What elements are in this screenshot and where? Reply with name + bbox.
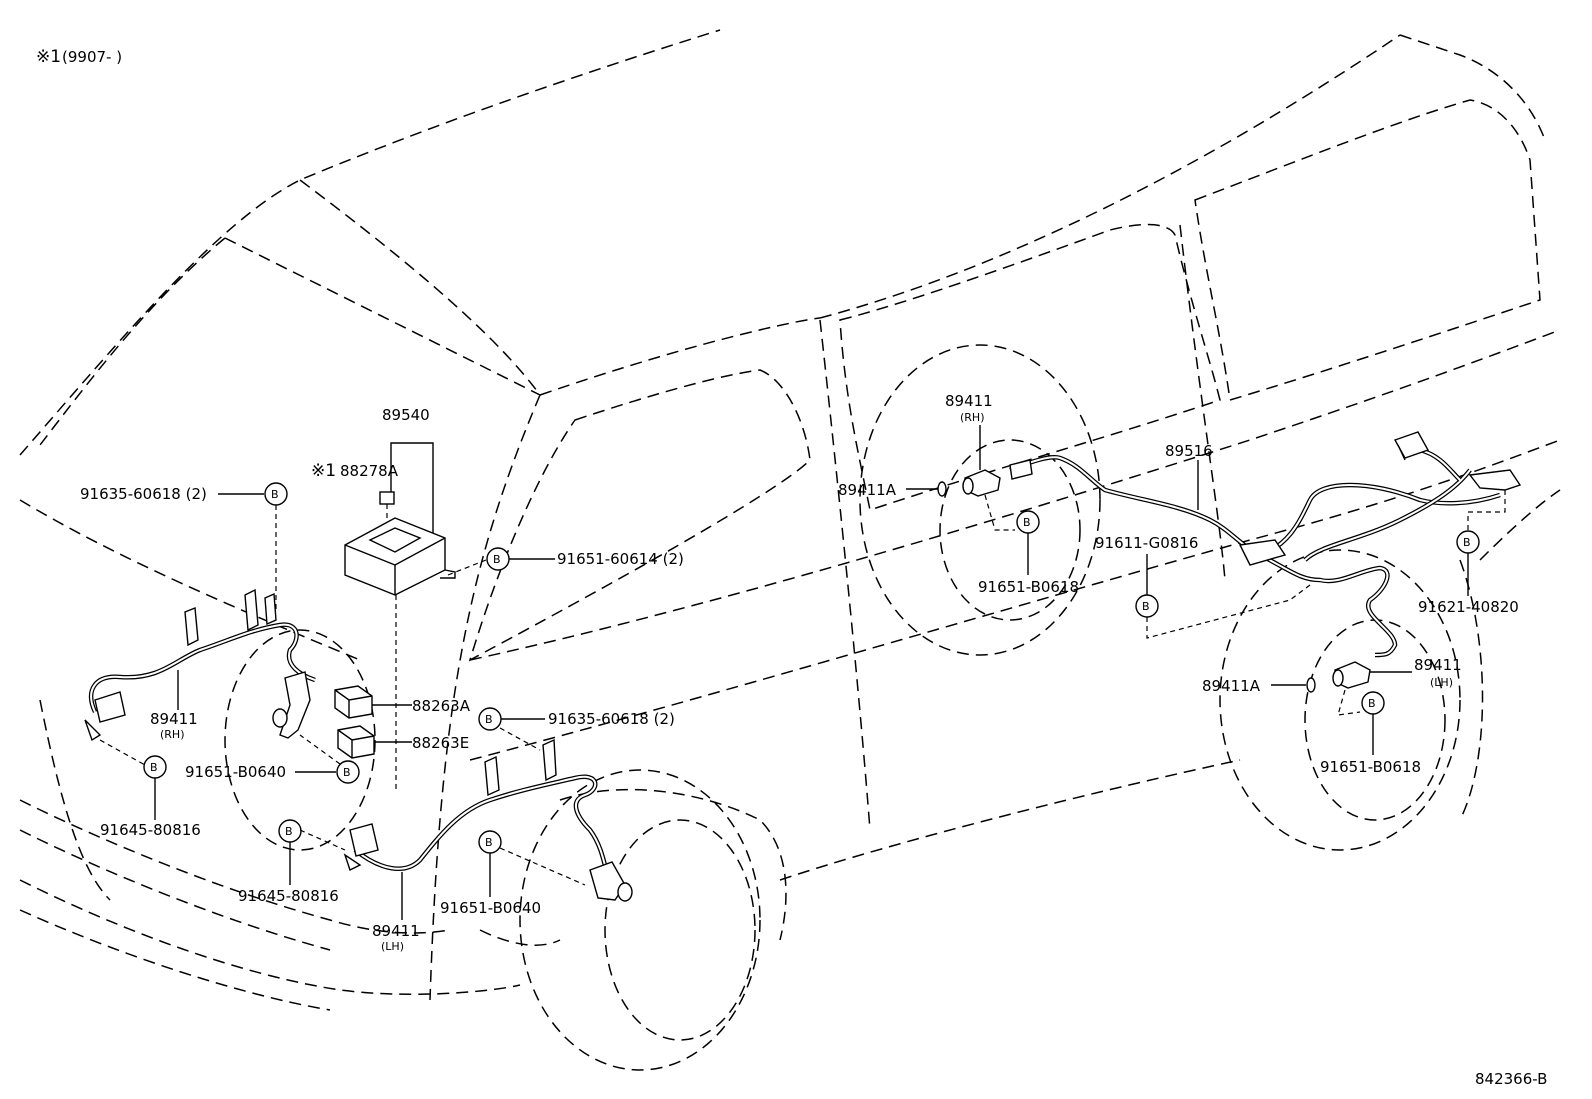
bolt-front-lh-bracket-part-number: 91635-60618 (2): [548, 710, 675, 728]
vehicle-body-outline: [19, 29, 1561, 1071]
front-lh-sensor-harness: 89411 (LH): [343, 738, 633, 953]
bolt-front-lh-clamp-part-number: 91645-80816: [238, 887, 339, 905]
bolt-ecu-part-number: 91651-60614 (2): [557, 550, 684, 568]
applicability-note: ※1 (9907- ): [36, 47, 122, 67]
relay-88263a: 88263A: [334, 685, 471, 719]
ecu-connector-part-number: 88278A: [340, 462, 399, 480]
bolt-front-rh-clamp-part-number: 91645-80816: [100, 821, 201, 839]
oring-rl-part-number: 89411A: [1202, 677, 1261, 695]
bolt-rear-lh-sensor-part-number: 91651-B0618: [1320, 758, 1421, 776]
bolt-marker-letter: B: [1142, 600, 1150, 613]
callout-bolt-rear-bracket: B 91621-40820: [1418, 490, 1519, 616]
bolt-front-lh-sensor-part-number: 91651-B0640: [440, 899, 541, 917]
bolt-marker: [336, 760, 360, 784]
bolt-marker-letter: B: [1023, 516, 1031, 529]
callout-bolt-front-rh-sensor: 91651-B0640 B: [185, 734, 360, 784]
callout-bolt-front-lh-clamp: B 91645-80816: [238, 819, 346, 905]
oring-rr-part-number: 89411A: [838, 481, 897, 499]
callout-bolt-front-lh-bracket: B 91635-60618 (2): [478, 707, 675, 751]
bolt-front-rh-sensor-part-number: 91651-B0640: [185, 763, 286, 781]
relay-e-part-number: 88263E: [412, 734, 469, 752]
callout-bolt-front-lh-sensor: B 91651-B0640: [440, 830, 586, 917]
bolt-marker-letter: B: [493, 553, 501, 566]
bolt-marker-letter: B: [1463, 536, 1471, 549]
bolt-marker-letter: B: [271, 488, 279, 501]
sensor-rl-side: (LH): [1430, 676, 1453, 689]
front-rh-sensor-harness: 89411 (RH): [84, 588, 316, 742]
sensor-fr-part-number: 89411: [150, 710, 198, 728]
abs-ecu-assembly: 89540 ※1 88278A: [311, 406, 456, 790]
sensor-fl-side: (LH): [381, 940, 404, 953]
rear-lh-sensor: 89411 (LH) 89411A: [1202, 656, 1462, 716]
bolt-marker-letter: B: [1368, 697, 1376, 710]
wire-rear-part-number: 89516: [1165, 442, 1213, 460]
callout-bolt-rear-lh-sensor: B 91651-B0618: [1320, 691, 1421, 776]
note-mark: ※1: [36, 47, 61, 67]
sensor-rl-part-number: 89411: [1414, 656, 1462, 674]
sensor-rr-part-number: 89411: [945, 392, 993, 410]
ecu-part-number: 89540: [382, 406, 430, 424]
sensor-fr-side: (RH): [160, 728, 185, 741]
ecu-connector: [379, 491, 395, 505]
bolt-rear-rh-sensor-part-number: 91651-B0618: [978, 578, 1079, 596]
bolt-marker-letter: B: [485, 836, 493, 849]
bolt-marker-letter: B: [485, 713, 493, 726]
relay-88263e: 88263E: [337, 725, 469, 759]
rear-wire-harness: 89516: [1009, 431, 1522, 658]
sensor-rr-side: (RH): [960, 411, 985, 424]
callout-bolt-rear-clamp: 91611-G0816 B: [1095, 534, 1311, 639]
note-range: (9907- ): [62, 48, 122, 66]
ecu-connector-mark: ※1: [311, 461, 336, 481]
figure-number: 842366-B: [1475, 1070, 1547, 1088]
bolt-rear-bracket-part-number: 91621-40820: [1418, 598, 1519, 616]
bolt-front-rh-bracket-part-number: 91635-60618 (2): [80, 485, 207, 503]
callout-bolt-front-rh-bracket: 91635-60618 (2) B: [80, 482, 288, 610]
bolt-marker-letter: B: [285, 825, 293, 838]
rear-rh-sensor: 89411 (RH) 89411A: [838, 392, 1015, 531]
bolt-marker-letter: B: [150, 761, 158, 774]
relay-a-part-number: 88263A: [412, 697, 471, 715]
callout-bolt-rear-rh-sensor: B 91651-B0618: [978, 510, 1079, 596]
callout-bolt-front-rh-clamp: B 91645-80816: [99, 739, 201, 839]
callout-bolt-ecu: B 91651-60614 (2): [447, 547, 684, 576]
sensor-fl-part-number: 89411: [372, 922, 420, 940]
ecu-unit: [344, 517, 456, 596]
bolt-marker-letter: B: [343, 766, 351, 779]
bolt-rear-clamp-part-number: 91611-G0816: [1095, 534, 1198, 552]
